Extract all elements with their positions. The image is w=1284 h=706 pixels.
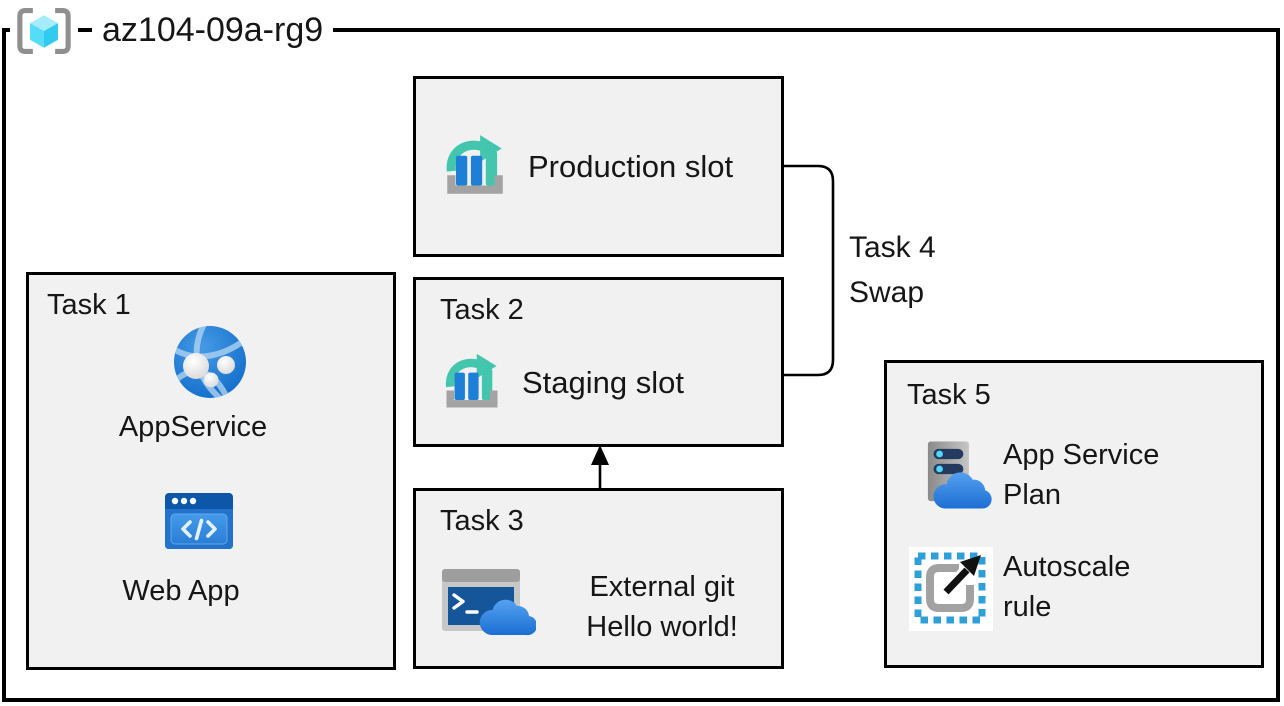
resource-group-title: az104-09a-rg9	[92, 8, 334, 52]
app-service-icon	[170, 322, 250, 407]
task3-title: Task 3	[440, 505, 524, 537]
task1-box: Task 1	[26, 272, 396, 670]
autoscale-rule-icon	[909, 547, 993, 636]
cloud-shell-icon	[440, 563, 538, 648]
production-slot-label: Production slot	[528, 148, 734, 184]
task2-box: Task 2 Staging slot	[413, 277, 784, 447]
task3-box: Task 3 External git Hello worl	[413, 488, 784, 669]
task4-label: Task 4 Swap	[849, 225, 936, 315]
task2-title: Task 2	[440, 294, 524, 326]
app-service-plan-icon	[913, 437, 995, 518]
production-slot-box: Production slot	[413, 76, 784, 257]
autoscale-rule-label: Autoscale rule	[1003, 551, 1131, 623]
deployment-slot-icon	[446, 353, 498, 408]
task5-box: Task 5 App Service	[884, 360, 1264, 668]
task4-title: Task 4	[849, 231, 936, 264]
deployment-slot-icon	[446, 134, 503, 194]
web-app-icon	[161, 483, 237, 564]
external-git-label: External git	[589, 571, 735, 603]
hello-world-label: Hello world!	[586, 611, 738, 643]
app-service-label: AppService	[118, 411, 268, 443]
swap-label: Swap	[849, 276, 925, 309]
task1-title: Task 1	[47, 289, 131, 321]
task5-title: Task 5	[907, 379, 991, 411]
resource-group-braces-cube-icon	[17, 8, 71, 54]
resource-group-icon	[10, 4, 78, 58]
web-app-label: Web App	[122, 575, 240, 607]
app-service-plan-label: App Service Plan	[1003, 439, 1160, 511]
staging-slot-label: Staging slot	[522, 365, 684, 400]
task3-text: External git Hello world!	[546, 567, 778, 647]
